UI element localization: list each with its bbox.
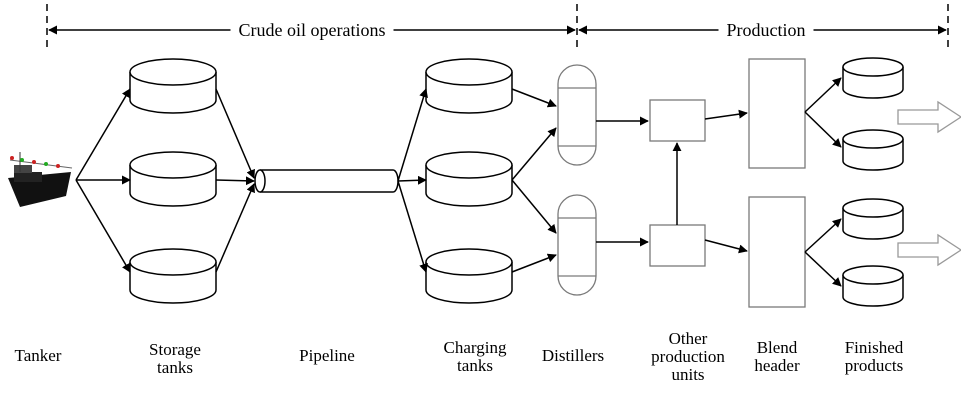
charging-tank-3 <box>425 248 513 304</box>
output-arrow-2 <box>897 233 961 267</box>
pipeline-shape <box>254 169 399 193</box>
label-finished-line1: Finished <box>844 338 904 357</box>
production-unit-2 <box>649 224 706 267</box>
output-arrow-1 <box>897 100 961 134</box>
label-other-production-units: Other production units <box>651 330 725 384</box>
storage-tank-1 <box>129 58 217 114</box>
blend-header-2 <box>748 196 806 308</box>
label-distillers: Distillers <box>542 347 604 365</box>
finished-tank-1 <box>842 57 904 99</box>
charging-tank-2 <box>425 151 513 207</box>
finished-tank-4 <box>842 265 904 307</box>
production-units <box>649 99 706 267</box>
output-arrows <box>897 100 961 267</box>
label-blend-line1: Blend <box>756 338 798 357</box>
blend-headers <box>748 58 806 308</box>
charging-tank-1 <box>425 58 513 114</box>
finished-tank-2 <box>842 129 904 171</box>
label-other-line3: units <box>671 365 705 384</box>
label-tanker-text: Tanker <box>14 346 62 365</box>
label-finished-line2: products <box>844 356 904 375</box>
label-pipeline-text: Pipeline <box>299 346 355 365</box>
production-unit-1 <box>649 99 706 142</box>
production-header: Production <box>718 20 814 40</box>
label-storage-line2: tanks <box>157 358 193 377</box>
label-tanker: Tanker <box>15 347 62 365</box>
distiller-2 <box>557 194 597 296</box>
finished-product-tanks <box>842 57 904 307</box>
label-pipeline: Pipeline <box>299 347 355 365</box>
label-charging-tanks: Charging tanks <box>444 339 507 375</box>
tanker-ship-icon <box>8 152 73 207</box>
label-blend-header: Blend header <box>754 339 799 375</box>
label-distillers-text: Distillers <box>541 346 605 365</box>
label-storage-line1: Storage <box>149 340 201 359</box>
label-other-line2: production <box>651 347 725 366</box>
label-charging-line2: tanks <box>457 356 493 375</box>
blend-header-1 <box>748 58 806 169</box>
label-other-line1: Other <box>668 329 708 348</box>
distillers <box>557 64 597 296</box>
label-finished-products: Finished products <box>845 339 904 375</box>
distiller-1 <box>557 64 597 166</box>
label-charging-line1: Charging <box>443 338 507 357</box>
storage-tank-2 <box>129 151 217 207</box>
label-blend-line2: header <box>754 356 800 375</box>
charging-tanks <box>425 58 513 304</box>
crude-oil-operations-header: Crude oil operations <box>230 20 394 40</box>
storage-tanks <box>129 58 217 304</box>
finished-tank-3 <box>842 198 904 240</box>
storage-tank-3 <box>129 248 217 304</box>
section-dividers <box>46 4 949 48</box>
label-storage-tanks: Storage tanks <box>149 341 201 377</box>
flow-arrows <box>75 77 842 287</box>
